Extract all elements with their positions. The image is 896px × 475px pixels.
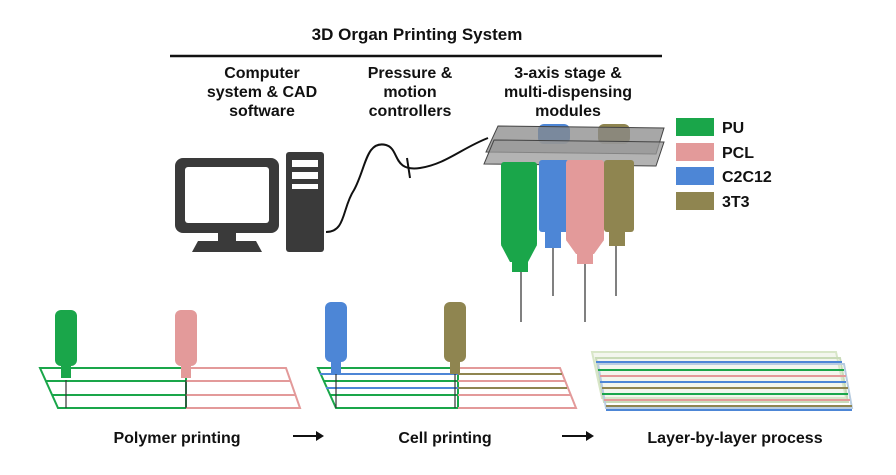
svg-text:3-axis stage &: 3-axis stage &: [514, 65, 622, 82]
step-label-cell: Cell printing: [398, 430, 491, 447]
legend-label-pcl: PCL: [722, 145, 754, 162]
legend-label-c2c12: C2C12: [722, 169, 772, 186]
computer-tower-icon: [286, 152, 324, 252]
dispensing-needles: [520, 246, 617, 322]
polymer-printing-panel: [38, 310, 302, 409]
layer-stack-panel: [590, 351, 854, 411]
computer-section-label: Computer system & CAD software: [207, 65, 317, 120]
diagram-title: 3D Organ Printing System: [312, 25, 523, 44]
legend-swatch-pcl: [676, 143, 714, 161]
computer-monitor-icon: [175, 158, 279, 252]
svg-text:Pressure &: Pressure &: [368, 65, 453, 82]
legend: PU PCL C2C12 3T3: [676, 118, 772, 211]
legend-swatch-c2c12: [676, 167, 714, 185]
arrow-right-icon-2: [562, 431, 594, 441]
svg-text:software: software: [229, 103, 295, 120]
syringe-pu: [501, 162, 537, 272]
svg-text:motion: motion: [383, 84, 436, 101]
svg-text:controllers: controllers: [369, 103, 452, 120]
printhead-pcl: [175, 310, 197, 378]
step-label-polymer: Polymer printing: [113, 430, 240, 447]
printhead-3t3: [444, 302, 466, 374]
svg-text:modules: modules: [535, 103, 601, 120]
svg-text:Computer: Computer: [224, 65, 300, 82]
three-axis-stage: [483, 125, 665, 167]
controller-node: [406, 157, 411, 179]
syringe-3t3: [604, 160, 634, 246]
svg-text:system & CAD: system & CAD: [207, 84, 317, 101]
legend-label-3t3: 3T3: [722, 194, 750, 211]
printhead-pu: [55, 310, 77, 378]
cell-printing-panel: [316, 302, 578, 409]
controllers-section-label: Pressure & motion controllers: [368, 65, 453, 120]
printhead-c2c12: [325, 302, 347, 374]
arrow-right-icon: [293, 431, 324, 441]
step-label-layer: Layer-by-layer process: [647, 430, 822, 447]
legend-swatch-pu: [676, 118, 714, 136]
legend-label-pu: PU: [722, 120, 744, 137]
legend-swatch-3t3: [676, 192, 714, 210]
svg-text:multi-dispensing: multi-dispensing: [504, 84, 632, 101]
controller-cable: [325, 137, 489, 233]
stage-section-label: 3-axis stage & multi-dispensing modules: [504, 65, 632, 120]
syringe-c2c12: [539, 160, 569, 248]
syringe-pcl: [566, 160, 604, 264]
